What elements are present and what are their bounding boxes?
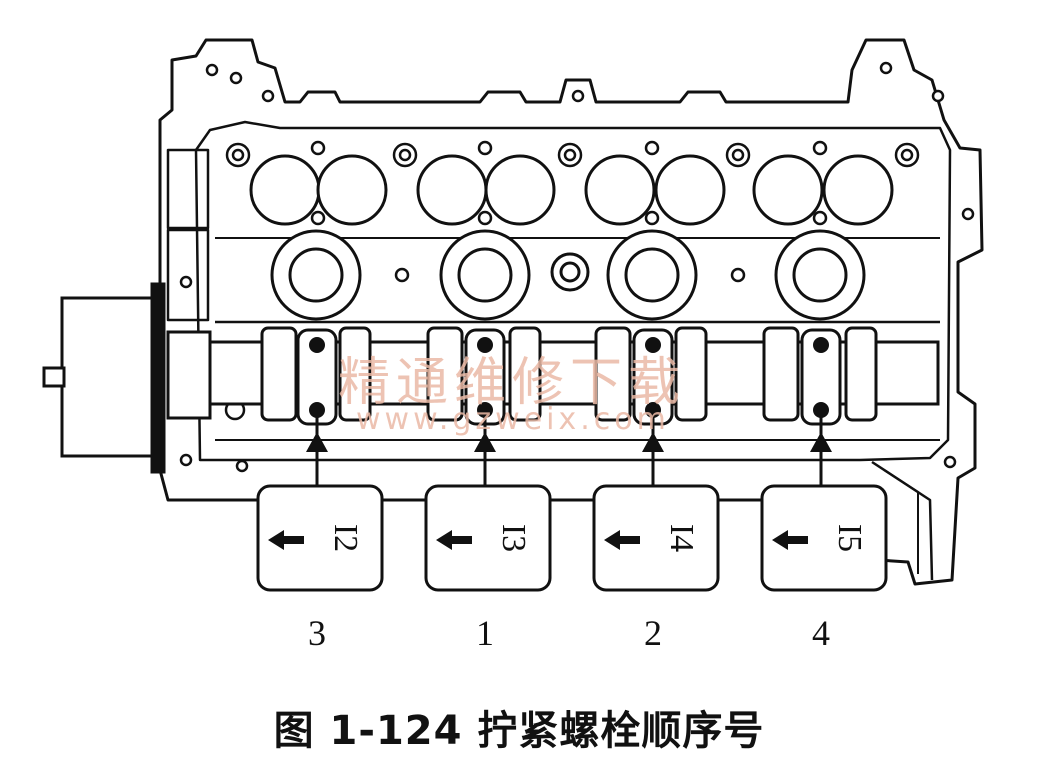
sequence-label-I3: 1 [476, 613, 494, 653]
watermark-title: 精通维修下载 [338, 353, 687, 413]
sequence-label-I5: 4 [812, 613, 830, 653]
callout-I3: I3 [424, 412, 552, 592]
callout-I5: I5 [760, 412, 888, 592]
figure-caption: 图 1-124 拧紧螺栓顺序号 [273, 708, 765, 754]
callout-label-I3: I3 [495, 524, 532, 552]
callout-label-I4: I4 [663, 524, 700, 552]
camshaft-sprocket [60, 296, 154, 458]
sequence-label-I2: 3 [308, 613, 326, 653]
callout-label-I2: I2 [327, 524, 364, 552]
watermark-url: www.gzweix.com [356, 402, 670, 437]
callout-I2: I2 [256, 412, 384, 592]
callout-I4: I4 [592, 412, 720, 592]
callout-label-I5: I5 [831, 524, 868, 552]
sequence-label-I4: 2 [644, 613, 662, 653]
cylinder-head-outline [158, 38, 984, 586]
